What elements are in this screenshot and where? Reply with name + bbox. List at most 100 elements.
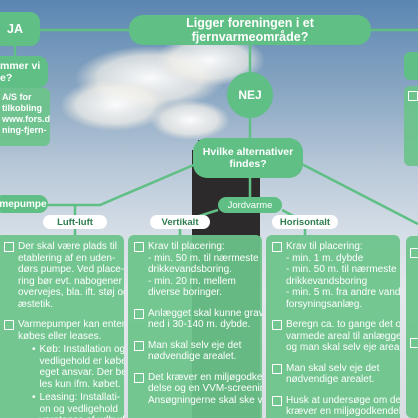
smoke-cloud <box>150 100 230 140</box>
bullet-text: Leasing: Installati-on og vedligeholdvar… <box>40 392 124 418</box>
checklist-line: Man skal selv eje det <box>286 362 380 374</box>
panel-horisontalt-content: Krav til placering:- min. 1 m. dybde- mi… <box>272 241 400 418</box>
question-alternatives-line: findes? <box>229 158 267 170</box>
checklist-item: Krav til placering:- min. 1 m. dybde- mi… <box>272 241 400 310</box>
checklist-line: Husk at undersøge om det <box>286 394 400 406</box>
sub-category-horisontalt-text: Horisontalt <box>279 216 331 228</box>
panel-horisontalt: Krav til placering:- min. 1 m. dybde- mi… <box>266 235 400 418</box>
checkbox-icon[interactable] <box>134 308 144 319</box>
panel-vertikalt: Krav til placering:- min. 50 m. til nærm… <box>128 235 262 418</box>
left-info-line: tilkobling <box>2 103 42 113</box>
left-question-line: e? <box>0 72 13 84</box>
checklist-item-text: Krav til placering:- min. 1 m. dybde- mi… <box>286 241 400 310</box>
checklist-line: æstetik. <box>18 298 54 310</box>
checkbox-icon[interactable] <box>272 320 282 330</box>
answer-nej-text: NEJ <box>238 88 262 102</box>
left-info-link[interactable]: ning-fjern- <box>2 125 47 135</box>
checkbox-icon[interactable] <box>134 372 144 383</box>
left-question-line: mmer vi <box>0 60 41 72</box>
smoke-cloud <box>60 79 170 131</box>
checklist-line: kræver en miljøgodkendel- <box>286 406 400 417</box>
checklist-line: Man skal selv eje det <box>148 339 242 351</box>
checklist-line: ring bør evt. nabogener <box>18 275 122 287</box>
checklist-line: dørs pumpe. Ved place- <box>18 264 124 275</box>
checklist-line: - min. 50 m. til nærmeste <box>286 264 397 275</box>
checklist-line: delse og en VVM-screening. <box>148 383 262 394</box>
checklist-line: - min. 20 m. mellem <box>148 275 236 287</box>
checkbox-icon[interactable] <box>4 242 14 252</box>
checklist-line: - min. 5 m. fra andre vand- <box>286 287 400 298</box>
checklist-line: - min. 1 m. dybde <box>286 252 364 264</box>
checklist-line: Anlægget skal kunne graves <box>148 307 262 319</box>
question-fjernvarme-text: Ligger foreningen i et fjernvarmeområde? <box>186 16 314 44</box>
left-info-link[interactable]: www.fors.dk/ <box>2 114 50 124</box>
category-jordvarme: Jordvarme <box>218 197 282 213</box>
checklist-line: overvejes, bla. ift. støj og <box>18 287 124 298</box>
category-varmepumpe-text: rmepumpe <box>0 198 47 210</box>
checklist-line: Varmepumper kan enten <box>18 319 124 330</box>
connector-line <box>289 156 418 226</box>
bullet-line: varetages af udbyder <box>40 415 124 418</box>
right-partial-panel <box>404 86 418 166</box>
checklist-item: Krav til placering:- min. 50 m. til nærm… <box>134 241 259 299</box>
answer-ja: JA <box>0 12 40 46</box>
checkbox-icon[interactable] <box>272 242 282 252</box>
checklist-line: nødvendige arealet. <box>148 351 237 362</box>
checkbox-icon[interactable] <box>134 242 144 252</box>
checkbox-icon[interactable] <box>134 340 144 351</box>
right-partial-panel <box>406 236 418 418</box>
checklist-line: Det kræver en miljøgodken- <box>148 371 262 383</box>
sub-category-luft-luft-text: Luft-luft <box>57 216 93 228</box>
checklist-line: drikkevandsboring. <box>148 264 232 275</box>
bullet-line: Leasing: Installati- <box>39 392 121 403</box>
checklist-line: forsyningsanlæg. <box>286 298 363 310</box>
left-question-partial: mmer vi e? <box>0 56 48 88</box>
sub-category-vertikalt-text: Vertikalt <box>161 216 199 228</box>
bullet-line: on og vedligehold <box>39 403 118 415</box>
checklist-line: Beregn ca. to gange det op- <box>286 319 400 330</box>
checkbox-icon[interactable] <box>4 320 14 330</box>
checklist-line: drikkevandsboring <box>286 275 368 287</box>
bullet-icon: • <box>32 344 36 355</box>
checklist-line: købes eller leases. <box>18 330 102 342</box>
checkbox-icon[interactable] <box>272 395 282 406</box>
sub-category-horisontalt: Horisontalt <box>272 215 338 229</box>
bullet-line: eget ansvar. Der beta- <box>39 367 124 378</box>
sub-category-vertikalt: Vertikalt <box>150 215 210 229</box>
bullet-line: Køb: Installation og <box>39 344 124 355</box>
checklist-item-text: Krav til placering:- min. 50 m. til nærm… <box>148 241 259 299</box>
checklist-line: Krav til placering: <box>286 241 363 252</box>
checklist-item: Beregn ca. to gange det op-varmede areal… <box>272 319 400 354</box>
right-partial-box <box>404 52 418 80</box>
checklist-line: varmede areal til anlægget, <box>286 330 400 342</box>
checklist-line: ned i 30-140 m. dybde. <box>148 319 251 330</box>
checklist-item-text: Det kræver en miljøgodken-delse og en VV… <box>148 372 262 407</box>
checklist-line: Der skal være plads til <box>18 241 117 252</box>
checklist-line: - min. 50 m. til nærmeste <box>148 252 259 264</box>
panel-vertikalt-content: Krav til placering:- min. 50 m. til nærm… <box>134 241 262 406</box>
checkbox-icon <box>410 248 418 258</box>
smoke-cloud <box>155 34 265 86</box>
bullet-line: vedligehold er købers <box>39 355 124 367</box>
sub-category-luft-luft: Luft-luft <box>43 215 107 229</box>
checkbox-icon[interactable] <box>272 363 282 374</box>
question-alternatives: Hvilke alternativer findes? <box>193 138 303 178</box>
checklist-item-text: Beregn ca. to gange det op-varmede areal… <box>286 319 400 354</box>
answer-nej: NEJ <box>227 72 273 118</box>
left-info-partial: A/S for tilkobling www.fors.dk/ ning-fje… <box>0 88 50 146</box>
category-varmepumpe: rmepumpe <box>0 195 48 213</box>
bullet-line: les kun ifm. købet. <box>39 378 121 390</box>
